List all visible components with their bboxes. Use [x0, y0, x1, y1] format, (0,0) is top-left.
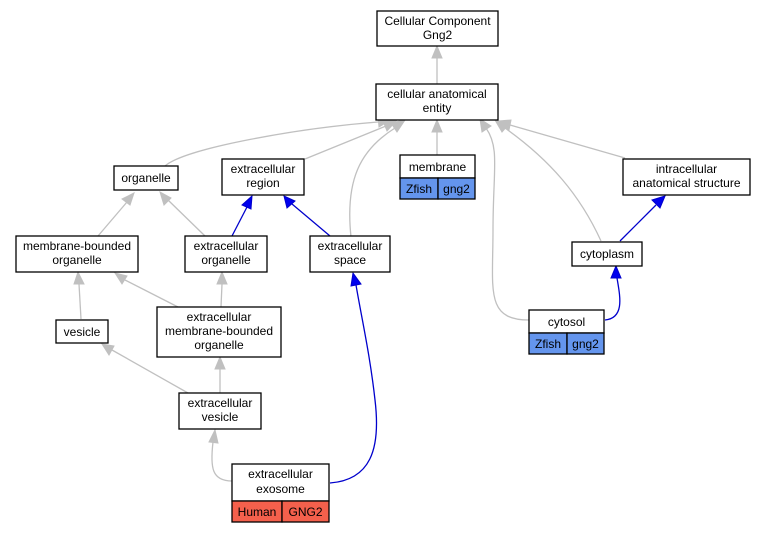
edge-cytosol-cytoplasm — [604, 277, 621, 321]
node-label: extracellular — [188, 396, 253, 410]
edge-ecspace-ecregion — [291, 203, 331, 237]
node-membrane-bounded-organelle[interactable]: membrane-bounded organelle — [15, 235, 139, 273]
node-cytosol[interactable]: cytosol Zfish gng2 — [528, 309, 605, 355]
edge-arrow — [241, 194, 253, 210]
species-badge: Human — [238, 505, 277, 519]
node-label: extracellular — [231, 162, 296, 176]
edge-arrow — [496, 119, 512, 131]
edge-arrow — [610, 264, 622, 279]
edge-eco-organelle — [167, 199, 206, 237]
edge-arrow — [214, 355, 226, 370]
node-label: cytosol — [548, 315, 585, 329]
edge-arrow — [431, 44, 443, 59]
node-cellular-component[interactable]: Cellular Component Gng2 — [376, 10, 499, 47]
node-label: organelle — [194, 338, 244, 352]
gene-badge: gng2 — [572, 337, 599, 351]
node-label: organelle — [201, 253, 251, 267]
node-label: vesicle — [202, 410, 239, 424]
edge-cytoplasm-cae — [504, 127, 602, 242]
node-organelle[interactable]: organelle — [113, 165, 179, 191]
node-extracellular-region[interactable]: extracellular region — [221, 158, 305, 196]
edge-eco-ecregion — [231, 206, 248, 237]
node-label: Cellular Component — [384, 14, 491, 28]
edge-arrow — [390, 119, 407, 133]
edge-arrow — [159, 190, 172, 206]
edge-mbo-organelle — [97, 201, 128, 237]
species-badge: Zfish — [406, 182, 432, 196]
node-extracellular-vesicle[interactable]: extracellular vesicle — [178, 392, 262, 430]
node-vesicle[interactable]: vesicle — [55, 319, 109, 344]
node-label: region — [246, 176, 279, 190]
node-label: Gng2 — [423, 28, 453, 42]
node-cellular-anatomical-entity[interactable]: cellular anatomical entity — [375, 83, 499, 121]
node-extracellular-space[interactable]: extracellular space — [309, 235, 391, 273]
edge-arrow — [100, 343, 115, 356]
edge-ecspace-cae — [349, 127, 396, 238]
node-label: cellular anatomical — [387, 87, 486, 101]
edge-arrow — [431, 118, 443, 133]
edge-arrow — [651, 195, 666, 209]
edge-ecmbo-mbo — [124, 279, 179, 308]
node-label: entity — [423, 101, 452, 115]
node-label: vesicle — [64, 325, 101, 339]
edge-ecmbo-eco — [220, 283, 223, 308]
edge-ecregion-cae — [304, 125, 387, 160]
edge-cytosol-cae — [485, 127, 530, 321]
node-label: cytoplasm — [580, 247, 634, 261]
node-label: extracellular — [318, 239, 383, 253]
node-cytoplasm[interactable]: cytoplasm — [571, 241, 643, 267]
node-label: membrane — [409, 160, 467, 174]
edge-arrow — [479, 117, 492, 133]
edge-ecvesicle-vesicle — [111, 349, 189, 394]
species-badge: Zfish — [535, 337, 561, 351]
edge-arrow — [350, 271, 362, 287]
node-label: extracellular — [187, 310, 252, 324]
node-label: exosome — [256, 482, 305, 496]
gene-badge: GNG2 — [288, 505, 322, 519]
edge-organelle-cae — [164, 121, 379, 167]
node-extracellular-organelle[interactable]: extracellular organelle — [184, 235, 268, 273]
node-extracellular-exosome[interactable]: extracellular exosome Human GNG2 — [231, 463, 330, 523]
edge-vesicle-mbo — [78, 283, 82, 320]
gene-badge: gng2 — [443, 182, 470, 196]
node-label: membrane-bounded — [23, 239, 131, 253]
node-label: anatomical structure — [632, 176, 740, 190]
node-label: intracellular — [656, 162, 717, 176]
node-label: organelle — [52, 253, 102, 267]
edge-arrow — [113, 272, 128, 285]
edge-exosome-ecspace — [329, 284, 378, 484]
node-membrane[interactable]: membrane Zfish gng2 — [399, 154, 476, 200]
edge-arrow — [73, 270, 85, 285]
edge-exosome-ecvesicle — [211, 441, 233, 482]
edge-arrow — [121, 192, 135, 206]
edge-arrow — [283, 195, 296, 209]
nodes: Cellular Component Gng2 cellular anatomi… — [15, 10, 751, 523]
edge-cytoplasm-ias — [619, 204, 657, 242]
edge-arrow — [208, 428, 219, 444]
node-label: space — [334, 253, 366, 267]
node-label: extracellular — [248, 467, 313, 481]
edge-arrow — [216, 270, 228, 285]
edges — [73, 44, 666, 484]
node-label: extracellular — [194, 239, 259, 253]
node-label: membrane-bounded — [165, 324, 273, 338]
edge-ias-cae — [509, 124, 626, 159]
node-intracellular-anatomical-structure[interactable]: intracellular anatomical structure — [622, 158, 751, 196]
node-extracellular-membrane-bounded-organelle[interactable]: extracellular membrane-bounded organelle — [156, 306, 282, 358]
node-label: organelle — [121, 171, 171, 185]
